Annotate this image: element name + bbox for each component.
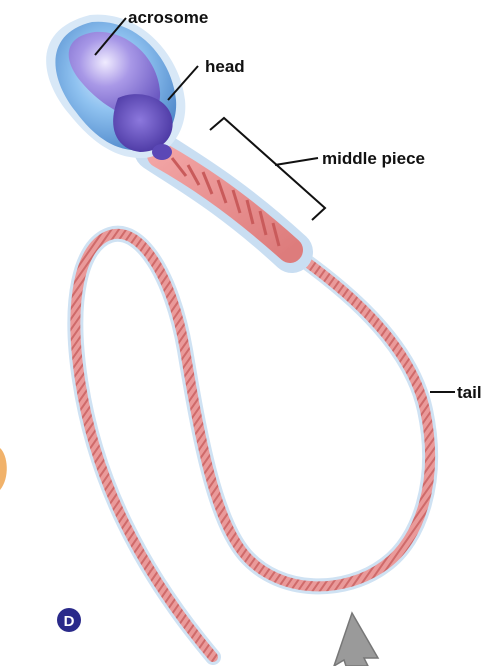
edge-fragment [0, 448, 7, 490]
middle-piece-leader [275, 158, 318, 165]
label-tail: tail [457, 383, 482, 402]
panel-badge-label: D [64, 613, 75, 630]
neck [152, 144, 172, 160]
label-head: head [205, 57, 245, 76]
tail-halo [75, 234, 430, 657]
pointer-arrow-icon [334, 613, 378, 666]
tail [75, 234, 430, 657]
label-acrosome: acrosome [128, 8, 208, 27]
label-middle-piece: middle piece [322, 149, 425, 168]
